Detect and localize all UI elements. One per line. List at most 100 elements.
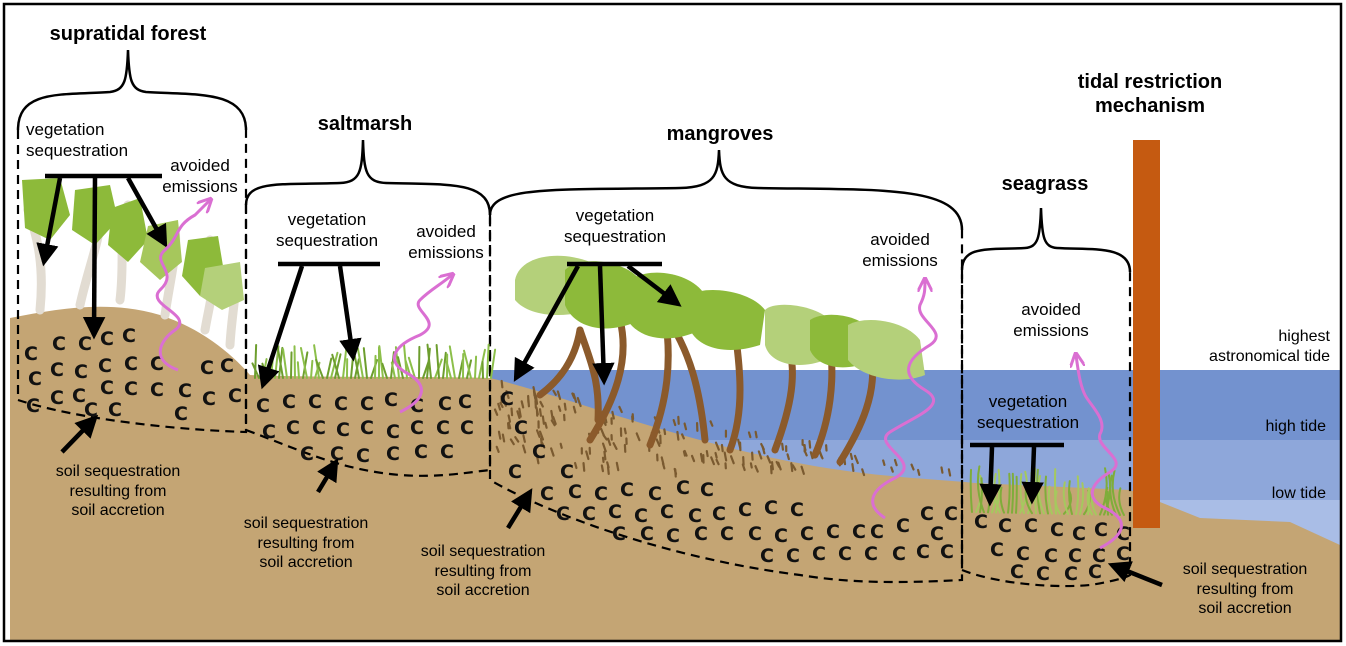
carbon-symbol: C <box>1088 561 1102 583</box>
carbon-symbol: C <box>896 515 910 537</box>
sediment-speck <box>565 404 566 410</box>
carbon-symbol: C <box>748 523 762 545</box>
carbon-symbol: C <box>256 395 270 417</box>
carbon-symbol: C <box>774 525 788 547</box>
sediment-speck <box>675 469 676 474</box>
sediment-speck <box>584 463 585 471</box>
carbon-symbol: C <box>410 417 424 439</box>
sediment-speck <box>725 453 726 461</box>
mangroves-title: mangroves <box>640 122 800 146</box>
carbon-symbol: C <box>870 521 884 543</box>
carbon-symbol: C <box>560 461 574 483</box>
carbon-symbol: C <box>786 545 800 567</box>
grass-blade <box>311 361 312 378</box>
sediment-speck <box>602 466 603 472</box>
sediment-speck <box>685 424 686 430</box>
sediment-speck <box>895 460 897 465</box>
sediment-speck <box>617 463 618 470</box>
carbon-symbol: C <box>386 421 400 443</box>
sediment-speck <box>608 467 609 474</box>
sediment-speck <box>852 464 853 471</box>
carbon-symbol: C <box>100 328 114 350</box>
carbon-symbol: C <box>50 359 64 381</box>
carbon-symbol: C <box>202 388 216 410</box>
sediment-speck <box>716 453 717 458</box>
carbon-symbol: C <box>334 393 348 415</box>
carbon-symbol: C <box>360 393 374 415</box>
carbon-symbol: C <box>800 523 814 545</box>
forest-avoided-label: avoided emissions <box>155 156 245 197</box>
low-tide-label: low tide <box>1200 484 1326 504</box>
saltmarsh-vegetation-label: vegetation sequestration <box>262 210 392 251</box>
sediment-speck <box>545 423 546 428</box>
sediment-speck <box>509 416 510 422</box>
carbon-symbol: C <box>764 497 778 519</box>
forest-veg-arrow <box>94 178 95 335</box>
sediment-speck <box>791 463 792 471</box>
carbon-symbol: C <box>944 503 958 525</box>
sediment-speck <box>949 469 950 475</box>
sediment-speck <box>782 444 783 450</box>
carbon-symbol: C <box>694 523 708 545</box>
saltmarsh-brace <box>246 140 490 215</box>
carbon-symbol: C <box>864 543 878 565</box>
seagrass-blade <box>1016 477 1017 513</box>
carbon-symbol: C <box>414 441 428 463</box>
carbon-symbol: C <box>356 445 370 467</box>
carbon-symbol: C <box>676 477 690 499</box>
saltmarsh-avoided-label: avoided emissions <box>400 222 492 263</box>
carbon-symbol: C <box>594 483 608 505</box>
carbon-symbol: C <box>460 417 474 439</box>
carbon-symbol: C <box>720 523 734 545</box>
sediment-speck <box>502 381 503 387</box>
grass-blade <box>327 359 331 378</box>
carbon-symbol: C <box>50 387 64 409</box>
carbon-symbol: C <box>312 417 326 439</box>
carbon-symbol: C <box>712 503 726 525</box>
saltmarsh-soil-label: soil sequestration resulting from soil a… <box>216 514 396 573</box>
carbon-symbol: C <box>852 521 866 543</box>
sediment-speck <box>707 451 708 456</box>
carbon-symbol: C <box>1010 561 1024 583</box>
carbon-symbol: C <box>812 543 826 565</box>
saltmarsh-veg-arrow <box>340 266 353 357</box>
sediment-speck <box>519 409 520 417</box>
carbon-symbol: C <box>122 325 136 347</box>
carbon-symbol: C <box>568 481 582 503</box>
carbon-symbol: C <box>1116 543 1130 565</box>
sediment-speck <box>561 444 562 448</box>
high-tide-label: high tide <box>1200 417 1326 437</box>
carbon-symbol: C <box>100 377 114 399</box>
carbon-symbol: C <box>360 417 374 439</box>
carbon-symbol: C <box>1094 519 1108 541</box>
sediment-speck <box>503 435 504 442</box>
sediment-speck <box>536 396 537 404</box>
grass-blade <box>343 346 347 378</box>
carbon-symbol: C <box>582 503 596 525</box>
seagrass-veg-arrow <box>990 447 992 502</box>
carbon-symbol: C <box>28 368 42 390</box>
grass-blade <box>475 357 476 378</box>
carbon-symbol: C <box>700 479 714 501</box>
carbon-symbol: C <box>286 417 300 439</box>
sediment-speck <box>522 401 523 407</box>
carbon-symbol: C <box>930 523 944 545</box>
grass-blade <box>487 345 489 378</box>
carbon-symbol: C <box>826 521 840 543</box>
carbon-symbol: C <box>532 441 546 463</box>
seagrass-vegetation-label: vegetation sequestration <box>963 392 1093 433</box>
sediment-speck <box>891 467 892 471</box>
sediment-speck <box>604 452 605 460</box>
forest-brace <box>18 50 246 130</box>
carbon-symbol: C <box>666 525 680 547</box>
sediment-speck <box>575 463 576 468</box>
supratidal-forest-title: supratidal forest <box>28 22 228 46</box>
carbon-symbol: C <box>52 333 66 355</box>
carbon-symbol: C <box>640 523 654 545</box>
carbon-symbol: C <box>282 391 296 413</box>
carbon-symbol: C <box>998 515 1012 537</box>
mangrove-foliage <box>515 256 925 380</box>
sediment-speck <box>677 432 678 440</box>
tidal-barrier-post <box>1133 140 1160 528</box>
